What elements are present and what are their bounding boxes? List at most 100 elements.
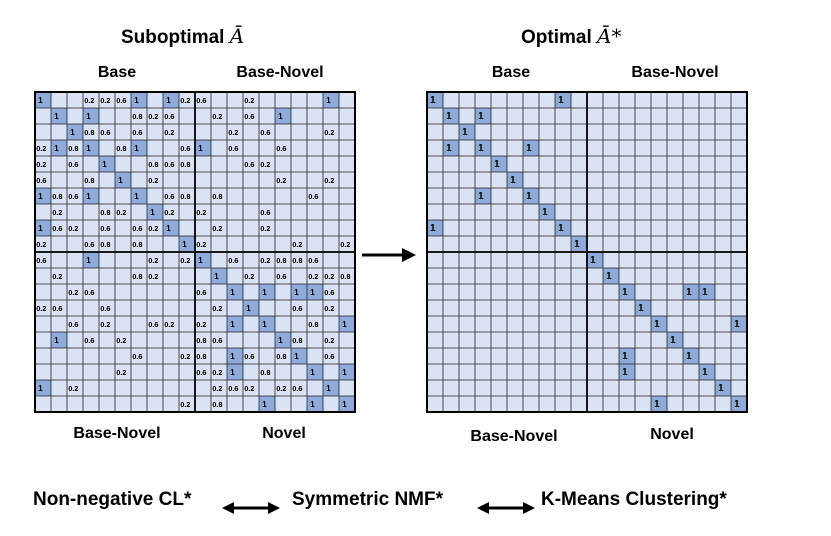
- suboptimal-cell-value: 0.2: [308, 272, 318, 281]
- suboptimal-cell-value: 1: [326, 383, 331, 393]
- optimal-cell-value: 1: [638, 303, 644, 314]
- suboptimal-cell-value: 0.6: [100, 304, 110, 313]
- suboptimal-cell-value: 1: [342, 399, 347, 409]
- optimal-cell-value: 1: [558, 223, 564, 234]
- suboptimal-highlight-cell: [259, 284, 275, 300]
- suboptimal-cell-value: 1: [54, 111, 59, 121]
- suboptimal-cell-value: 0.2: [36, 160, 46, 169]
- suboptimal-cell-value: 0.2: [212, 384, 222, 393]
- term-nonnegative-cl: Non-negative CL*: [33, 489, 192, 510]
- suboptimal-cell-value: 0.6: [132, 352, 142, 361]
- optimal-cell-value: 1: [654, 399, 660, 410]
- optimal-highlight-cell: [475, 140, 491, 156]
- optimal-cell-value: 1: [542, 207, 548, 218]
- suboptimal-highlight-cell: [35, 92, 51, 108]
- suboptimal-cell-value: 0.2: [260, 224, 270, 233]
- suboptimal-cell-value: 0.6: [100, 128, 110, 137]
- suboptimal-cell-value: 0.6: [244, 160, 254, 169]
- suboptimal-cell-value: 0.6: [228, 256, 238, 265]
- suboptimal-cell-value: 0.6: [148, 320, 158, 329]
- optimal-cell-value: 1: [734, 319, 740, 330]
- suboptimal-cell-value: 0.2: [196, 240, 206, 249]
- suboptimal-cell-value: 0.8: [212, 400, 222, 409]
- suboptimal-highlight-cell: [339, 364, 355, 380]
- optimal-highlight-cell: [683, 284, 699, 300]
- suboptimal-cell-value: 0.2: [68, 224, 78, 233]
- suboptimal-cell-value: 1: [102, 159, 107, 169]
- suboptimal-highlight-cell: [291, 284, 307, 300]
- suboptimal-cell-value: 0.8: [260, 368, 270, 377]
- suboptimal-highlight-cell: [307, 284, 323, 300]
- suboptimal-cell-value: 0.6: [68, 160, 78, 169]
- suboptimal-cell-value: 0.6: [164, 112, 174, 121]
- suboptimal-highlight-cell: [275, 332, 291, 348]
- suboptimal-cell-value: 0.2: [36, 144, 46, 153]
- optimal-highlight-cell: [651, 396, 667, 412]
- suboptimal-cell-value: 0.6: [228, 384, 238, 393]
- suboptimal-cell-value: 0.2: [116, 336, 126, 345]
- suboptimal-cell-value: 0.2: [148, 112, 158, 121]
- suboptimal-highlight-cell: [179, 236, 195, 252]
- term-symmetric-nmf: Symmetric NMF*: [292, 489, 443, 510]
- suboptimal-highlight-cell: [131, 92, 147, 108]
- suboptimal-cell-value: 1: [326, 95, 331, 105]
- suboptimal-highlight-cell: [259, 316, 275, 332]
- suboptimal-cell-value: 1: [38, 383, 43, 393]
- suboptimal-highlight-cell: [83, 108, 99, 124]
- suboptimal-highlight-cell: [227, 348, 243, 364]
- suboptimal-highlight-cell: [35, 188, 51, 204]
- optimal-cell-value: 1: [526, 191, 532, 202]
- left-title-text: Suboptimal: [121, 27, 230, 48]
- optimal-cell-value: 1: [510, 175, 516, 186]
- suboptimal-cell-value: 0.2: [324, 304, 334, 313]
- suboptimal-highlight-cell: [163, 220, 179, 236]
- suboptimal-cell-value: 1: [230, 351, 235, 361]
- suboptimal-cell-value: 1: [310, 399, 315, 409]
- suboptimal-cell-value: 0.2: [148, 176, 158, 185]
- optimal-cell-value: 1: [686, 351, 692, 362]
- suboptimal-cell-value: 0.6: [260, 208, 270, 217]
- suboptimal-cell-value: 0.6: [260, 128, 270, 137]
- suboptimal-cell-value: 1: [86, 255, 91, 265]
- suboptimal-cell-value: 1: [86, 111, 91, 121]
- suboptimal-highlight-cell: [51, 140, 67, 156]
- optimal-cell-value: 1: [526, 143, 532, 154]
- optimal-highlight-cell: [731, 396, 747, 412]
- suboptimal-highlight-cell: [291, 348, 307, 364]
- suboptimal-cell-value: 0.6: [324, 352, 334, 361]
- suboptimal-cell-value: 0.6: [100, 224, 110, 233]
- optimal-highlight-cell: [603, 268, 619, 284]
- suboptimal-cell-value: 0.2: [196, 320, 206, 329]
- suboptimal-cell-value: 0.6: [116, 96, 126, 105]
- suboptimal-cell-value: 0.6: [52, 224, 62, 233]
- suboptimal-cell-value: 0.6: [36, 256, 46, 265]
- suboptimal-cell-value: 0.8: [132, 112, 142, 121]
- suboptimal-cell-value: 0.2: [164, 208, 174, 217]
- optimal-highlight-cell: [443, 108, 459, 124]
- suboptimal-cell-value: 0.8: [292, 336, 302, 345]
- suboptimal-cell-value: 1: [310, 367, 315, 377]
- suboptimal-cell-value: 1: [214, 271, 219, 281]
- suboptimal-cell-value: 0.8: [68, 144, 78, 153]
- optimal-highlight-cell: [443, 140, 459, 156]
- optimal-cell-value: 1: [718, 383, 724, 394]
- suboptimal-highlight-cell: [67, 124, 83, 140]
- suboptimal-cell-value: 1: [278, 335, 283, 345]
- suboptimal-cell-value: 1: [70, 127, 75, 137]
- suboptimal-cell-value: 1: [150, 207, 155, 217]
- suboptimal-cell-value: 0.6: [276, 144, 286, 153]
- double-arrow-icon-2: [477, 501, 535, 520]
- suboptimal-cell-value: 0.8: [84, 176, 94, 185]
- left-top-label-base-novel: Base-Novel: [236, 64, 324, 81]
- suboptimal-cell-value: 0.2: [244, 272, 254, 281]
- suboptimal-cell-value: 0.8: [52, 192, 62, 201]
- optimal-highlight-cell: [427, 220, 443, 236]
- suboptimal-highlight-cell: [115, 172, 131, 188]
- suboptimal-cell-value: 0.2: [276, 384, 286, 393]
- suboptimal-highlight-cell: [307, 364, 323, 380]
- suboptimal-cell-value: 0.2: [116, 368, 126, 377]
- optimal-highlight-cell: [587, 252, 603, 268]
- suboptimal-cell-value: 0.2: [84, 96, 94, 105]
